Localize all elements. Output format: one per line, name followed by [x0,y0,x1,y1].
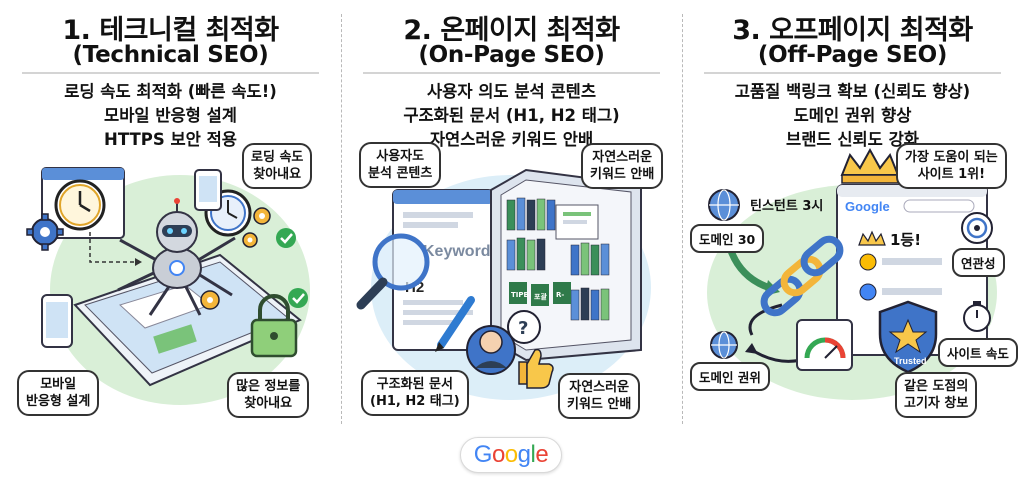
domain-authority-label: 도메인 권위 [690,362,770,391]
panel-subtitle: (Off-Page SEO) [757,42,948,68]
bullet-3: 브랜드 신뢰도 강화 [786,130,919,149]
google-logo: Google [473,441,549,469]
svg-text:?: ? [518,318,528,339]
chain-link-icon [760,235,844,317]
book-label: R- [556,291,564,299]
panel-subtitle: (On-Page SEO) [418,42,605,68]
magnifier-icon [356,233,430,310]
callout-structured-doc: 구조화된 문서(H1, H2 태그) [361,370,469,416]
technical-illustration [26,167,308,387]
book-label: TIPB [511,291,529,299]
panel-subtitle: (Technical SEO) [72,42,269,68]
mobile-phone-icon [41,294,73,348]
bullet-1: 고품질 백링크 확보 (신뢰도 향상) [734,82,971,101]
phone-icon [194,169,222,211]
shield-icon [878,300,938,374]
bullet-1: 로딩 속도 최적화 (빠른 속도!) [64,82,277,101]
trusted-text: Trusted [894,356,927,366]
title-rule [22,72,319,74]
pen-icon [435,296,475,352]
check-icon [288,288,308,308]
panel-title: 1. 테크니컬 최적화 [62,15,279,46]
person-icon [466,325,516,375]
gear-small-icon [253,207,271,225]
browser-window-icon [836,184,988,356]
keywords-text: Keywords [423,243,500,260]
offpage-seo-panel: 3. 오프페이지 최적화 (Off-Page SEO) 고품질 백링크 확보 (… [682,0,1023,440]
logo-letter: G [473,441,493,468]
logo-letter: e [535,441,549,468]
globe-icon [710,331,738,359]
rank-crown-icon [858,230,886,246]
bullet-1: 사용자 의도 분석 콘텐츠 [426,82,597,101]
offpage-illustration: Google 1등! [708,147,993,374]
lock-icon [250,294,298,358]
question-icon: ? [507,310,541,344]
target-icon [961,212,993,244]
gear-small-icon [242,232,258,248]
title-rule [363,72,660,74]
search-logo-text: Google [845,199,890,214]
bullet-3: HTTPS 보안 적용 [104,130,237,149]
panel-title: 3. 오프페이지 최적화 [732,15,973,46]
tablet-icon [73,253,302,387]
bullet-2: 도메인 권위 향상 [793,106,912,125]
clock-icon [54,179,106,231]
book-label: 포괄 [534,292,547,301]
globe-icon [708,189,740,221]
crown-icon [840,147,900,184]
domain-30-label: 도메인 30 [690,224,765,253]
gear-icon [26,213,64,251]
title-rule [704,72,1001,74]
panel-divider-1 [341,14,342,424]
panel-divider-2 [682,14,683,424]
robot-spider-icon [117,198,236,316]
google-logo-badge: Google [460,437,562,473]
bullet-2: 구조화된 문서 (H1, H2 태그) [403,106,620,125]
onpage-illustration: Keywords H2 [356,168,642,389]
technical-seo-panel: 1. 테크니컬 최적화 (Technical SEO) 로딩 속도 최적화 (빠… [0,0,341,440]
bullet-2: 모바일 반응형 설계 [104,106,237,125]
logo-letter: l [530,441,536,468]
thumbs-up-icon [518,348,554,389]
tinstant-label: 틴스턴트 3시 [750,199,824,214]
gear-small-icon [200,290,220,310]
relevance-label: 연관성 [952,248,1005,277]
bullet-3: 자연스러운 키워드 안배 [429,130,594,149]
site-speed-label: 사이트 속도 [938,338,1018,367]
logo-letter: o [491,441,505,468]
panel-title: 2. 온페이지 최적화 [403,15,620,46]
check-icon [276,228,296,248]
rank-1-text: 1등! [890,231,921,249]
gauge-icon [796,319,853,371]
logo-letter: o [504,441,518,468]
onpage-seo-panel: 2. 온페이지 최적화 (On-Page SEO) 사용자 의도 분석 콘텐츠 … [341,0,682,440]
stopwatch-icon [963,301,991,332]
logo-letter: g [517,441,531,468]
